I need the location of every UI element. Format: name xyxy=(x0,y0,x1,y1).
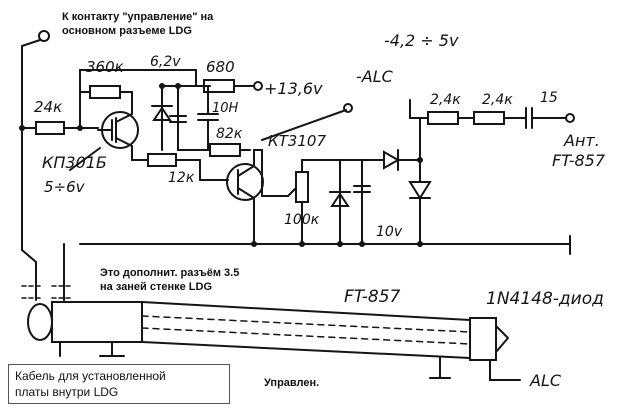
cable-note-line1: Кабель для установленной xyxy=(15,369,166,383)
ldg-control-note-line1: К контакту "управление" на xyxy=(62,11,214,23)
cable-note-line2: платы внутри LDG xyxy=(15,385,119,399)
left-bus-wire xyxy=(19,125,37,263)
label-kt3107: КТ3107 xyxy=(268,132,326,150)
resistor-12k xyxy=(131,153,229,181)
resistor-24k xyxy=(21,121,99,135)
diode-series xyxy=(383,149,421,171)
transistor-kt3107 xyxy=(226,149,289,245)
ldg-control-terminal xyxy=(21,30,50,129)
label-supply-5-6v: 5÷6v xyxy=(44,178,86,196)
label-ant: Ант. xyxy=(563,131,600,150)
label-vref: -4,2 ÷ 5v xyxy=(384,31,459,50)
label-alc-bottom: ALC xyxy=(529,371,562,390)
label-res-24k: 24к xyxy=(34,98,62,116)
label-cap-10v: 10v xyxy=(376,224,403,240)
label-diode-1n4148: 1N4148-диод xyxy=(486,289,604,309)
label-ft857-bottom: FT-857 xyxy=(344,287,401,307)
alc-input xyxy=(261,103,353,141)
label-ft857-right: FT-857 xyxy=(552,151,606,170)
resistor-680 xyxy=(177,69,263,93)
label-res-82k: 82к xyxy=(216,126,243,142)
label-kp301b: КП301Б xyxy=(42,153,107,172)
cable-note-box: Кабель для установленной платы внутри LD… xyxy=(8,364,230,404)
zener-6-2v xyxy=(151,83,211,151)
resistor-82k xyxy=(177,143,251,157)
label-res-2-4k-b: 2,4к xyxy=(482,92,513,108)
label-cap-15: 15 xyxy=(540,90,558,106)
label-cap-6-2v: 6,2v xyxy=(150,54,181,70)
resistor-360k xyxy=(77,69,179,131)
label-cap-10n: 10Н xyxy=(212,101,239,116)
rf-coupling-chain xyxy=(409,99,575,129)
label-pot-100k: 100к xyxy=(284,212,320,228)
jack-note-line1: Это дополнит. разъём 3.5 xyxy=(100,267,239,279)
cable-assembly xyxy=(27,301,521,381)
label-res-2-4k-a: 2,4к xyxy=(430,92,461,108)
label-res-12k: 12к xyxy=(168,170,195,186)
jack-note-line2: на заней стенке LDG xyxy=(100,281,212,293)
ldg-control-note-line2: основном разъеме LDG xyxy=(62,25,192,37)
potentiometer-100k xyxy=(287,159,385,245)
transistor-kp301b xyxy=(69,101,139,171)
label-alc-top: -ALC xyxy=(356,67,394,86)
label-res-680: 680 xyxy=(206,58,235,76)
capacitor-10n xyxy=(197,85,219,151)
diode-shunt xyxy=(408,117,432,245)
jack-3-5-connector xyxy=(21,259,73,301)
label-supply-13-6v: +13,6v xyxy=(264,79,323,98)
label-upravlen: Управлен. xyxy=(264,377,319,389)
zener-alc xyxy=(329,159,371,245)
label-res-360k: 360к xyxy=(86,58,124,76)
